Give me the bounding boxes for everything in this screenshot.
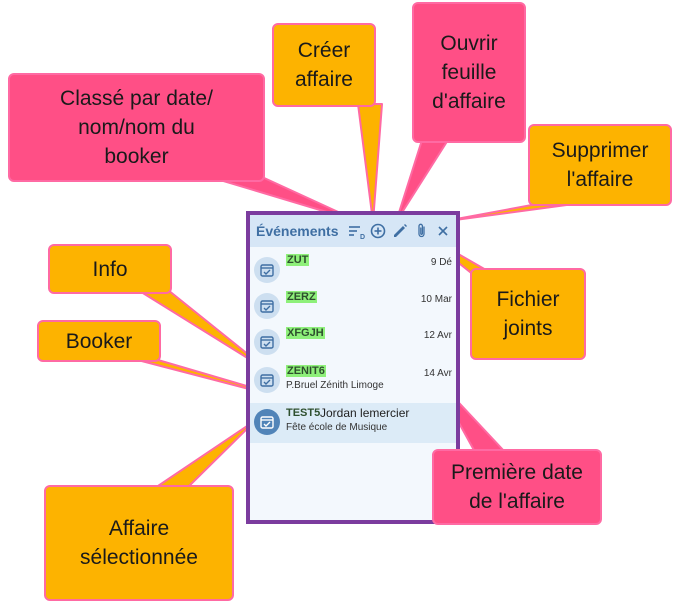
files-callout-text: Fichier joints: [496, 288, 560, 340]
selected-callout-tail: [154, 419, 257, 491]
event-row[interactable]: ZUT 9 Dé: [250, 251, 456, 289]
event-date: 9 Dé: [430, 257, 452, 268]
open-callout-text: Ouvrir feuille d'affaire: [432, 32, 506, 113]
events-panel: Événements D: [246, 211, 460, 524]
open-callout: Ouvrir feuille d'affaire: [412, 2, 526, 143]
event-subtitle: Fête école de Musique: [286, 422, 388, 433]
create-callout-tail: [357, 103, 383, 223]
panel-title: Événements: [256, 223, 339, 239]
panel-header: Événements D: [250, 215, 456, 247]
event-subtitle: P.Bruel Zénith Limoge: [286, 380, 384, 391]
create-callout-text: Créer affaire: [295, 39, 353, 91]
open-callout-tail: [395, 139, 449, 223]
info-callout: Info: [48, 244, 172, 294]
sort-callout: Classé par date/ nom/nom du booker: [8, 73, 265, 182]
event-date: 12 Avr: [423, 330, 452, 341]
delete-callout-text: Supprimer l'affaire: [551, 139, 649, 191]
event-title: XFGJH: [286, 327, 325, 339]
create-callout: Créer affaire: [272, 23, 376, 107]
event-title: ZENIT6: [286, 365, 326, 377]
event-date: 10 Mar: [420, 294, 452, 305]
sort-callout-text: Classé par date/ nom/nom du booker: [60, 87, 213, 168]
calendar-check-icon: [254, 257, 280, 283]
calendar-check-icon: [254, 409, 280, 435]
plus-circle-icon[interactable]: [369, 222, 387, 240]
calendar-check-icon: [254, 367, 280, 393]
delete-callout: Supprimer l'affaire: [528, 124, 672, 206]
first-date-callout: Première date de l'affaire: [432, 449, 602, 525]
booker-callout: Booker: [37, 320, 161, 362]
event-row[interactable]: ZENIT6 P.Bruel Zénith Limoge 14 Avr: [250, 365, 456, 403]
pencil-icon[interactable]: [391, 222, 409, 240]
sort-badge: D: [360, 234, 365, 240]
calendar-check-icon: [254, 329, 280, 355]
files-callout: Fichier joints: [470, 268, 586, 360]
info-callout-text: Info: [92, 257, 128, 281]
event-title: ZUT: [286, 254, 310, 266]
close-icon[interactable]: [434, 222, 452, 240]
event-title: ZERZ: [286, 291, 317, 303]
event-row[interactable]: XFGJH 12 Avr: [250, 327, 456, 365]
event-row[interactable]: ZERZ 10 Mar: [250, 289, 456, 327]
selected-callout-text: Affaire sélectionnée: [80, 517, 198, 569]
event-title: TEST5: [286, 407, 321, 419]
first-date-callout-text: Première date de l'affaire: [451, 461, 583, 513]
event-row-selected[interactable]: TEST5 Jordan lemercier Fête école de Mus…: [250, 403, 456, 443]
sort-lines-icon[interactable]: D: [348, 222, 366, 241]
event-date: 14 Avr: [423, 368, 452, 379]
calendar-check-icon: [254, 293, 280, 319]
paperclip-icon[interactable]: [413, 222, 431, 240]
booker-callout-text: Booker: [65, 329, 133, 353]
selected-callout: Affaire sélectionnée: [44, 485, 234, 601]
booker-name: Jordan lemercier: [320, 406, 410, 420]
